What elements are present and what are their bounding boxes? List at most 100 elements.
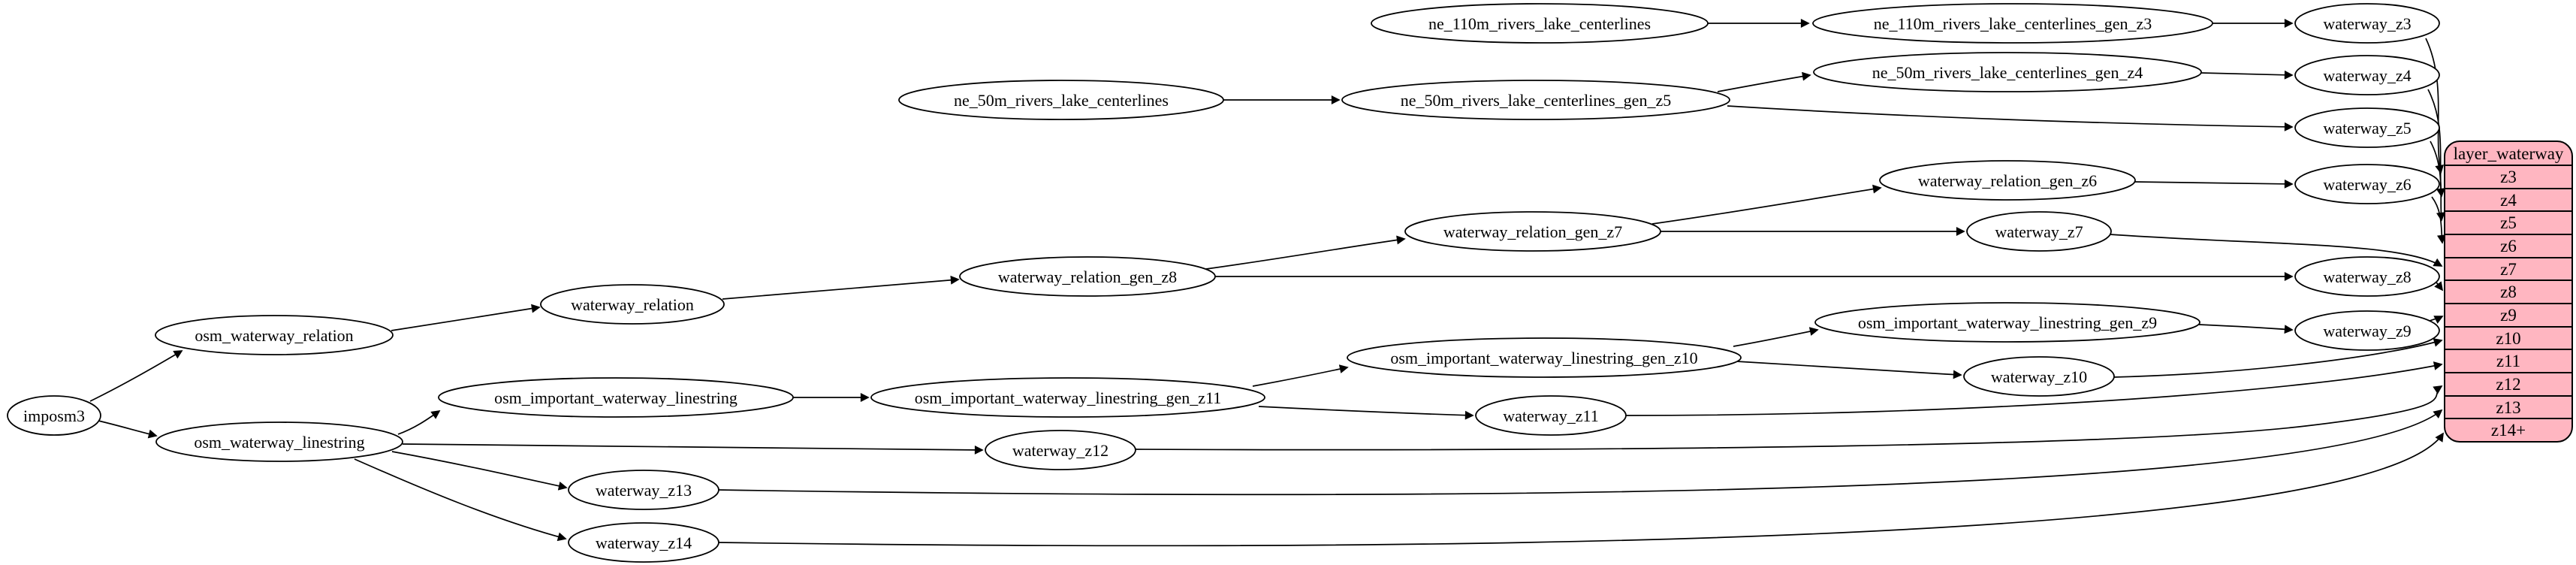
node-waterway_z14: waterway_z14 (568, 522, 719, 563)
edge-waterway_relation_gen_z8-to-waterway_relation_gen_z7 (1205, 235, 1406, 270)
node-label: waterway_z9 (2323, 322, 2411, 340)
node-waterway_z4: waterway_z4 (2294, 55, 2440, 95)
edge-osm_waterway_linestring-to-waterway_z14 (354, 458, 567, 542)
node-ellipse (1812, 3, 2213, 44)
node-label: waterway_z3 (2323, 14, 2411, 33)
node-osm_important_waterway_linestring_gen_z10: osm_important_waterway_linestring_gen_z1… (1347, 337, 1742, 378)
node-osm_important_waterway_linestring_gen_z9: osm_important_waterway_linestring_gen_z9 (1814, 302, 2200, 343)
edge-waterway_z11-to-table-z11 (1624, 361, 2443, 416)
node-osm_important_waterway_linestring: osm_important_waterway_linestring (438, 377, 794, 418)
edge-waterway_z14-to-table-z14plus (717, 432, 2444, 547)
node-label: waterway_z12 (1012, 441, 1109, 460)
node-label: osm_important_waterway_linestring (494, 388, 738, 407)
node-label: ne_50m_rivers_lake_centerlines (954, 91, 1169, 110)
node-label: waterway_z6 (2323, 175, 2411, 194)
node-label: waterway_relation_gen_z8 (998, 267, 1177, 286)
table-row-z9: z9 (2500, 306, 2517, 325)
table-row-z3: z3 (2500, 168, 2517, 186)
node-ellipse (2294, 164, 2440, 204)
node-osm_important_waterway_linestring_gen_z11: osm_important_waterway_linestring_gen_z1… (870, 377, 1265, 418)
node-label: waterway_z11 (1503, 406, 1598, 425)
node-waterway_z3: waterway_z3 (2294, 3, 2440, 44)
edge-osm_waterway_relation-to-waterway_relation (391, 304, 541, 331)
edge-osm_waterway_linestring-to-waterway_z12 (402, 443, 984, 455)
node-label: ne_50m_rivers_lake_centerlines_gen_z4 (1872, 63, 2143, 82)
node-ellipse (568, 470, 719, 510)
node-label: osm_waterway_relation (195, 326, 353, 345)
edge-waterway_relation_gen_z7-to-waterway_relation_gen_z6 (1651, 184, 1882, 225)
node-ne_50m_rivers_lake_centerlines_gen_z4: ne_50m_rivers_lake_centerlines_gen_z4 (1813, 52, 2202, 92)
edge-waterway_z13-to-table-z13 (717, 409, 2443, 496)
table-row-z10: z10 (2496, 329, 2520, 348)
edge-waterway_z3-to-table-z3 (2425, 38, 2445, 174)
edge-osm_important_gen_z11-to-waterway_z11 (1258, 406, 1474, 420)
node-ne_50m_rivers_lake_centerlines: ne_50m_rivers_lake_centerlines (898, 80, 1224, 120)
node-ellipse (1475, 395, 1627, 436)
node-ellipse (1879, 160, 2136, 201)
node-ellipse (1963, 356, 2115, 397)
table-row-z13: z13 (2496, 398, 2520, 417)
edge-ne_50m_gen_z4-to-waterway_z4 (2200, 70, 2294, 80)
edge-ne_50m_gen_z5-to-waterway_z5 (1727, 105, 2294, 131)
node-label: osm_waterway_linestring (194, 433, 364, 452)
node-label: ne_110m_rivers_lake_centerlines_gen_z3 (1874, 14, 2152, 33)
node-ellipse (155, 421, 403, 462)
table-title: layer_waterway (2454, 144, 2564, 163)
node-waterway_z8: waterway_z8 (2294, 256, 2440, 297)
node-osm_waterway_linestring: osm_waterway_linestring (155, 421, 403, 462)
node-waterway_relation_gen_z7: waterway_relation_gen_z7 (1404, 211, 1661, 252)
edge-imposm3-to-osm_waterway_linestring (98, 420, 158, 439)
table-row-z14plus: z14+ (2491, 421, 2526, 440)
node-label: osm_important_waterway_linestring_gen_z9 (1858, 313, 2157, 332)
node-ellipse (2294, 310, 2440, 351)
edge-osm_important_gen_z9-to-waterway_z9 (2198, 324, 2294, 334)
edge-waterway_z6-to-table-z6 (2431, 196, 2446, 244)
table-row-z12: z12 (2496, 375, 2520, 394)
node-ellipse (438, 377, 794, 418)
node-ellipse (898, 80, 1224, 120)
node-label: waterway_z5 (2323, 119, 2411, 137)
node-waterway_z7: waterway_z7 (1966, 211, 2112, 252)
edge-waterway_z5-to-table-z5 (2430, 140, 2445, 222)
node-ellipse (7, 395, 101, 436)
node-osm_waterway_relation: osm_waterway_relation (155, 315, 394, 355)
edge-imposm3-to-osm_waterway_relation (89, 350, 183, 402)
node-ellipse (540, 284, 725, 325)
node-ellipse (2294, 3, 2440, 44)
node-label: waterway_z4 (2323, 66, 2411, 85)
table-row-z8: z8 (2500, 282, 2517, 301)
edge-waterway_z9-to-table-z9 (2429, 316, 2444, 324)
node-label: waterway_z14 (596, 533, 692, 552)
node-label: waterway_z10 (1991, 367, 2087, 386)
node-ne_50m_rivers_lake_centerlines_gen_z5: ne_50m_rivers_lake_centerlines_gen_z5 (1341, 80, 1730, 120)
node-label: ne_110m_rivers_lake_centerlines (1428, 14, 1651, 33)
node-ellipse (155, 315, 394, 355)
edge-layer (89, 19, 2446, 547)
node-ellipse (1813, 52, 2202, 92)
node-ellipse (870, 377, 1265, 418)
node-ellipse (1341, 80, 1730, 120)
node-waterway_z6: waterway_z6 (2294, 164, 2440, 204)
table-row-z11: z11 (2496, 352, 2520, 370)
table-row-z6: z6 (2500, 237, 2517, 255)
edge-waterway_z7-to-table-z7 (2109, 234, 2443, 267)
node-label: osm_important_waterway_linestring_gen_z1… (915, 388, 1222, 407)
node-ellipse (568, 522, 719, 563)
table-row-z5: z5 (2500, 213, 2517, 232)
edge-osm_waterway_linestring-to-waterway_z13 (391, 451, 568, 491)
node-label: waterway_z8 (2323, 267, 2411, 286)
node-label: waterway_relation_gen_z7 (1443, 222, 1622, 241)
node-waterway_z5: waterway_z5 (2294, 107, 2440, 148)
node-waterway_relation_gen_z6: waterway_relation_gen_z6 (1879, 160, 2136, 201)
node-ellipse (959, 256, 1216, 297)
edge-osm_important_gen_z11-to-gen_z10 (1252, 364, 1349, 387)
node-ellipse (2294, 107, 2440, 148)
node-imposm3: imposm3 (7, 395, 101, 436)
node-waterway_z11: waterway_z11 (1475, 395, 1627, 436)
edge-waterway_relation-to-waterway_relation_gen_z8 (722, 275, 960, 300)
edge-osm_important_gen_z10-to-gen_z9 (1733, 327, 1819, 347)
table-row-z7: z7 (2500, 260, 2517, 279)
node-label: waterway_relation (571, 295, 694, 314)
